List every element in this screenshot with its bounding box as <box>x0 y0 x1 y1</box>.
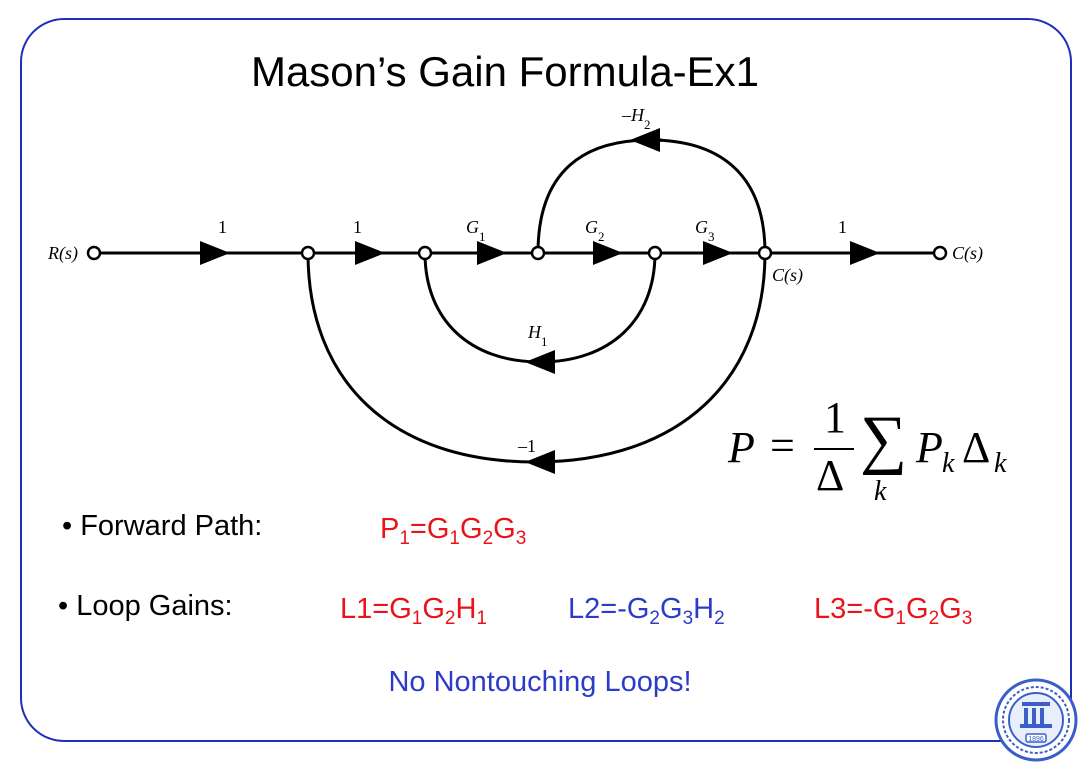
formula-term-delta: Δ <box>962 423 991 472</box>
label-output-node: C(s) <box>952 243 983 264</box>
node-3 <box>417 245 433 261</box>
forward-path-expression: P1=G1G2G3 <box>380 513 527 549</box>
mason-formula: P = 1 Δ ∑ k P k Δ k <box>728 393 1058 508</box>
label-branch-g1: G1 <box>466 217 486 244</box>
forward-path-label: • Forward Path: <box>62 510 263 542</box>
label-branch-g2: G2 <box>585 217 605 244</box>
label-branch-1c: 1 <box>838 217 847 237</box>
node-4 <box>530 245 546 261</box>
formula-eq: = <box>770 421 795 470</box>
loop-h1 <box>423 252 657 364</box>
label-branch-1b: 1 <box>353 217 362 237</box>
label-minus-h2: –H2 <box>621 105 651 132</box>
loop-minus-h2 <box>536 138 767 254</box>
node-input <box>86 245 102 261</box>
nontouching-note: No Nontouching Loops! <box>388 666 692 698</box>
formula-term-p-sub: k <box>942 448 955 479</box>
slide-frame <box>20 18 1072 742</box>
node-output <box>932 245 948 261</box>
label-h1: H1 <box>527 322 548 349</box>
loop-minus-one <box>306 252 767 464</box>
label-minus-one: –1 <box>517 436 536 456</box>
node-5 <box>647 245 663 261</box>
svg-text:1896: 1896 <box>1028 736 1044 743</box>
slide-title: Mason’s Gain Formula-Ex1 <box>250 48 760 95</box>
node-c <box>757 245 773 261</box>
formula-lhs: P <box>728 423 755 472</box>
loop-gains-label: • Loop Gains: <box>58 590 233 622</box>
node-2 <box>300 245 316 261</box>
label-internal-node: C(s) <box>772 265 803 286</box>
university-logo-icon: 1896 <box>994 678 1078 762</box>
formula-term-delta-sub: k <box>994 448 1007 479</box>
label-branch-g3: G3 <box>695 217 715 244</box>
formula-sum-index: k <box>874 476 887 507</box>
formula-fraction-bar <box>814 448 854 450</box>
formula-term-p: P <box>916 423 943 472</box>
formula-numerator: 1 <box>824 393 846 442</box>
loop-gain-l1: L1=G1G2H1 <box>340 593 487 629</box>
formula-sum: ∑ <box>860 403 908 476</box>
loop-gain-l2: L2=-G2G3H2 <box>568 593 725 629</box>
label-input-node: R(s) <box>47 243 78 264</box>
loop-gain-l3: L3=-G1G2G3 <box>814 593 973 629</box>
label-branch-1a: 1 <box>218 217 227 237</box>
formula-denominator: Δ <box>816 451 845 500</box>
